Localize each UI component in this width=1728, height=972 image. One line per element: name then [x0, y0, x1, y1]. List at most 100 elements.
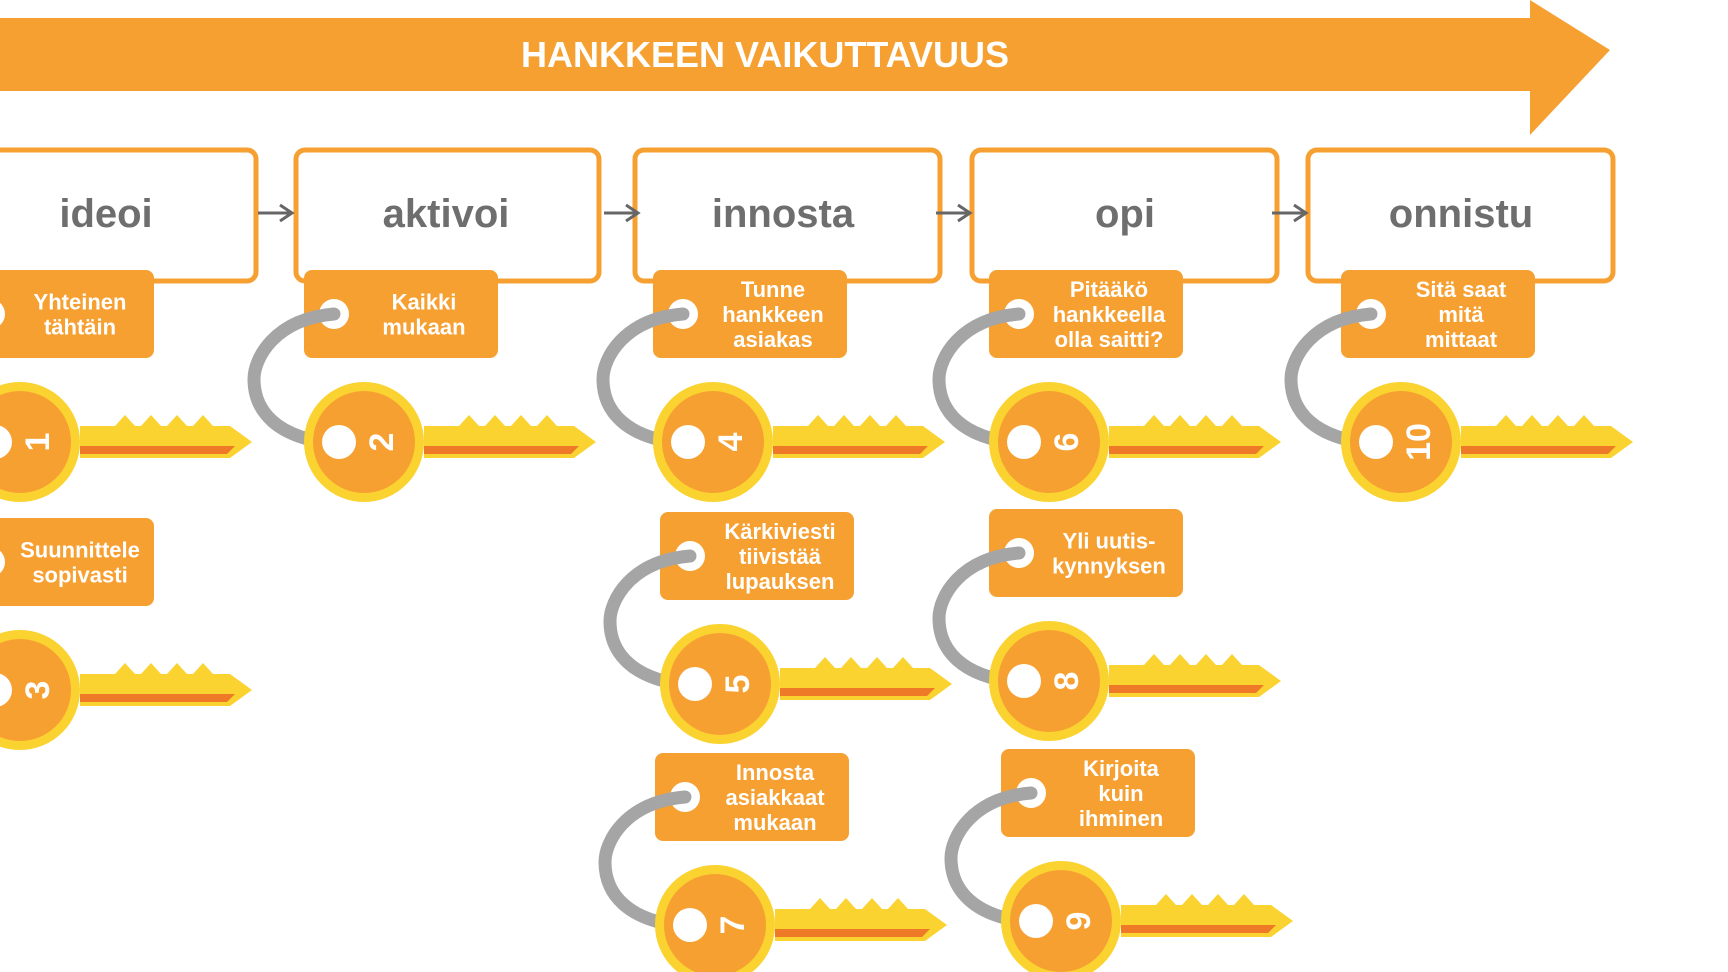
key-tooth [1522, 415, 1542, 426]
key-tag-text: hankkeen [722, 302, 824, 327]
key-tag [655, 753, 849, 841]
key-ring [603, 549, 702, 693]
key-shaft-stripe [80, 694, 235, 702]
key-tooth [1182, 894, 1202, 905]
key-ring [1284, 307, 1383, 451]
key-tooth [808, 415, 828, 426]
key-number: 4 [712, 432, 750, 451]
key-hole [673, 908, 707, 942]
key-tooth [836, 898, 856, 909]
key-tip [1259, 665, 1281, 697]
key-tooth [841, 657, 861, 668]
key-tooth [1144, 654, 1164, 665]
key-tooth [860, 415, 880, 426]
key-tooth [115, 415, 135, 426]
key-number: 7 [714, 916, 752, 935]
key-tooth [537, 415, 557, 426]
key-tag-text: Innosta [736, 760, 815, 785]
key-tag-text: mitä [1438, 302, 1484, 327]
stage-arrow [936, 203, 973, 223]
key-tag [653, 270, 847, 358]
key-tag-text: kynnyksen [1052, 554, 1166, 579]
banner-arrow [0, 0, 1610, 135]
key-head-inner [664, 874, 766, 972]
stage-label: onnistu [1389, 192, 1533, 236]
key-number: 3 [19, 681, 57, 700]
key-tag [989, 509, 1183, 597]
key-head-inner [669, 633, 771, 735]
key-tooth [167, 663, 187, 674]
key-tag-text: mukaan [382, 315, 465, 340]
key-hole [322, 425, 356, 459]
key-tooth [1496, 415, 1516, 426]
key-tip [925, 909, 947, 941]
key-number: 9 [1060, 912, 1098, 931]
key-tip [930, 668, 952, 700]
key-tag-text: lupauksen [726, 569, 835, 594]
stage-onnistu: onnistu [1305, 147, 1616, 284]
key-tag-text: tiivistää [739, 544, 822, 569]
key-tooth [1144, 415, 1164, 426]
key-tag-text: Pitääkö [1070, 277, 1148, 302]
stage-label: ideoi [59, 192, 152, 236]
stage-opi: opi [969, 147, 1280, 284]
key-tooth [141, 663, 161, 674]
key-tooth [459, 415, 479, 426]
key-head-inner [662, 391, 764, 493]
key-head-inner [313, 391, 415, 493]
key-tooth [1196, 654, 1216, 665]
key-head-inner [998, 391, 1100, 493]
key-tooth [167, 415, 187, 426]
key-shaft-stripe [775, 929, 930, 937]
key-tag-hole [0, 550, 5, 574]
key-tooth [1170, 415, 1190, 426]
key-tooth [1170, 654, 1190, 665]
key-tag-text: tähtäin [44, 315, 116, 340]
key-head-inner [998, 630, 1100, 732]
key-ring [596, 307, 695, 451]
key-tip [230, 426, 252, 458]
key-tag-text: asiakkaat [725, 785, 825, 810]
key-tag [660, 512, 854, 600]
key-tooth [893, 657, 913, 668]
key-shaft-stripe [1109, 446, 1264, 454]
key-hole [1359, 425, 1393, 459]
key-tooth [141, 415, 161, 426]
key-tag-text: ihminen [1079, 806, 1163, 831]
stage-arrow [604, 203, 641, 223]
key-hole [671, 425, 705, 459]
key-hole [1019, 904, 1053, 938]
stage-label: aktivoi [383, 192, 510, 236]
key-number: 5 [719, 675, 757, 694]
key-ring [598, 790, 697, 934]
key-number: 2 [363, 433, 401, 452]
key-shaft-stripe [1121, 925, 1276, 933]
key-tooth [1574, 415, 1594, 426]
key-tooth [886, 415, 906, 426]
key-tip [1271, 905, 1293, 937]
key-tag [1341, 270, 1535, 358]
stage-arrow [1272, 203, 1309, 223]
key-head-inner [0, 391, 71, 493]
key-head-inner [1350, 391, 1452, 493]
stage-arrow [258, 203, 295, 223]
key-tag-text: Kärkiviesti [724, 519, 835, 544]
banner-title: HANKKEEN VAIKUTTAVUUS [521, 34, 1009, 75]
key-number: 10 [1400, 423, 1438, 461]
key-tooth [862, 898, 882, 909]
key-tag-text: mukaan [733, 810, 816, 835]
key-tag-text: Kirjoita [1083, 756, 1160, 781]
key-tooth [810, 898, 830, 909]
key-tooth [815, 657, 835, 668]
key-tag [0, 518, 154, 606]
key-ring [944, 786, 1043, 930]
key-shaft-stripe [773, 446, 928, 454]
key-tip [574, 426, 596, 458]
